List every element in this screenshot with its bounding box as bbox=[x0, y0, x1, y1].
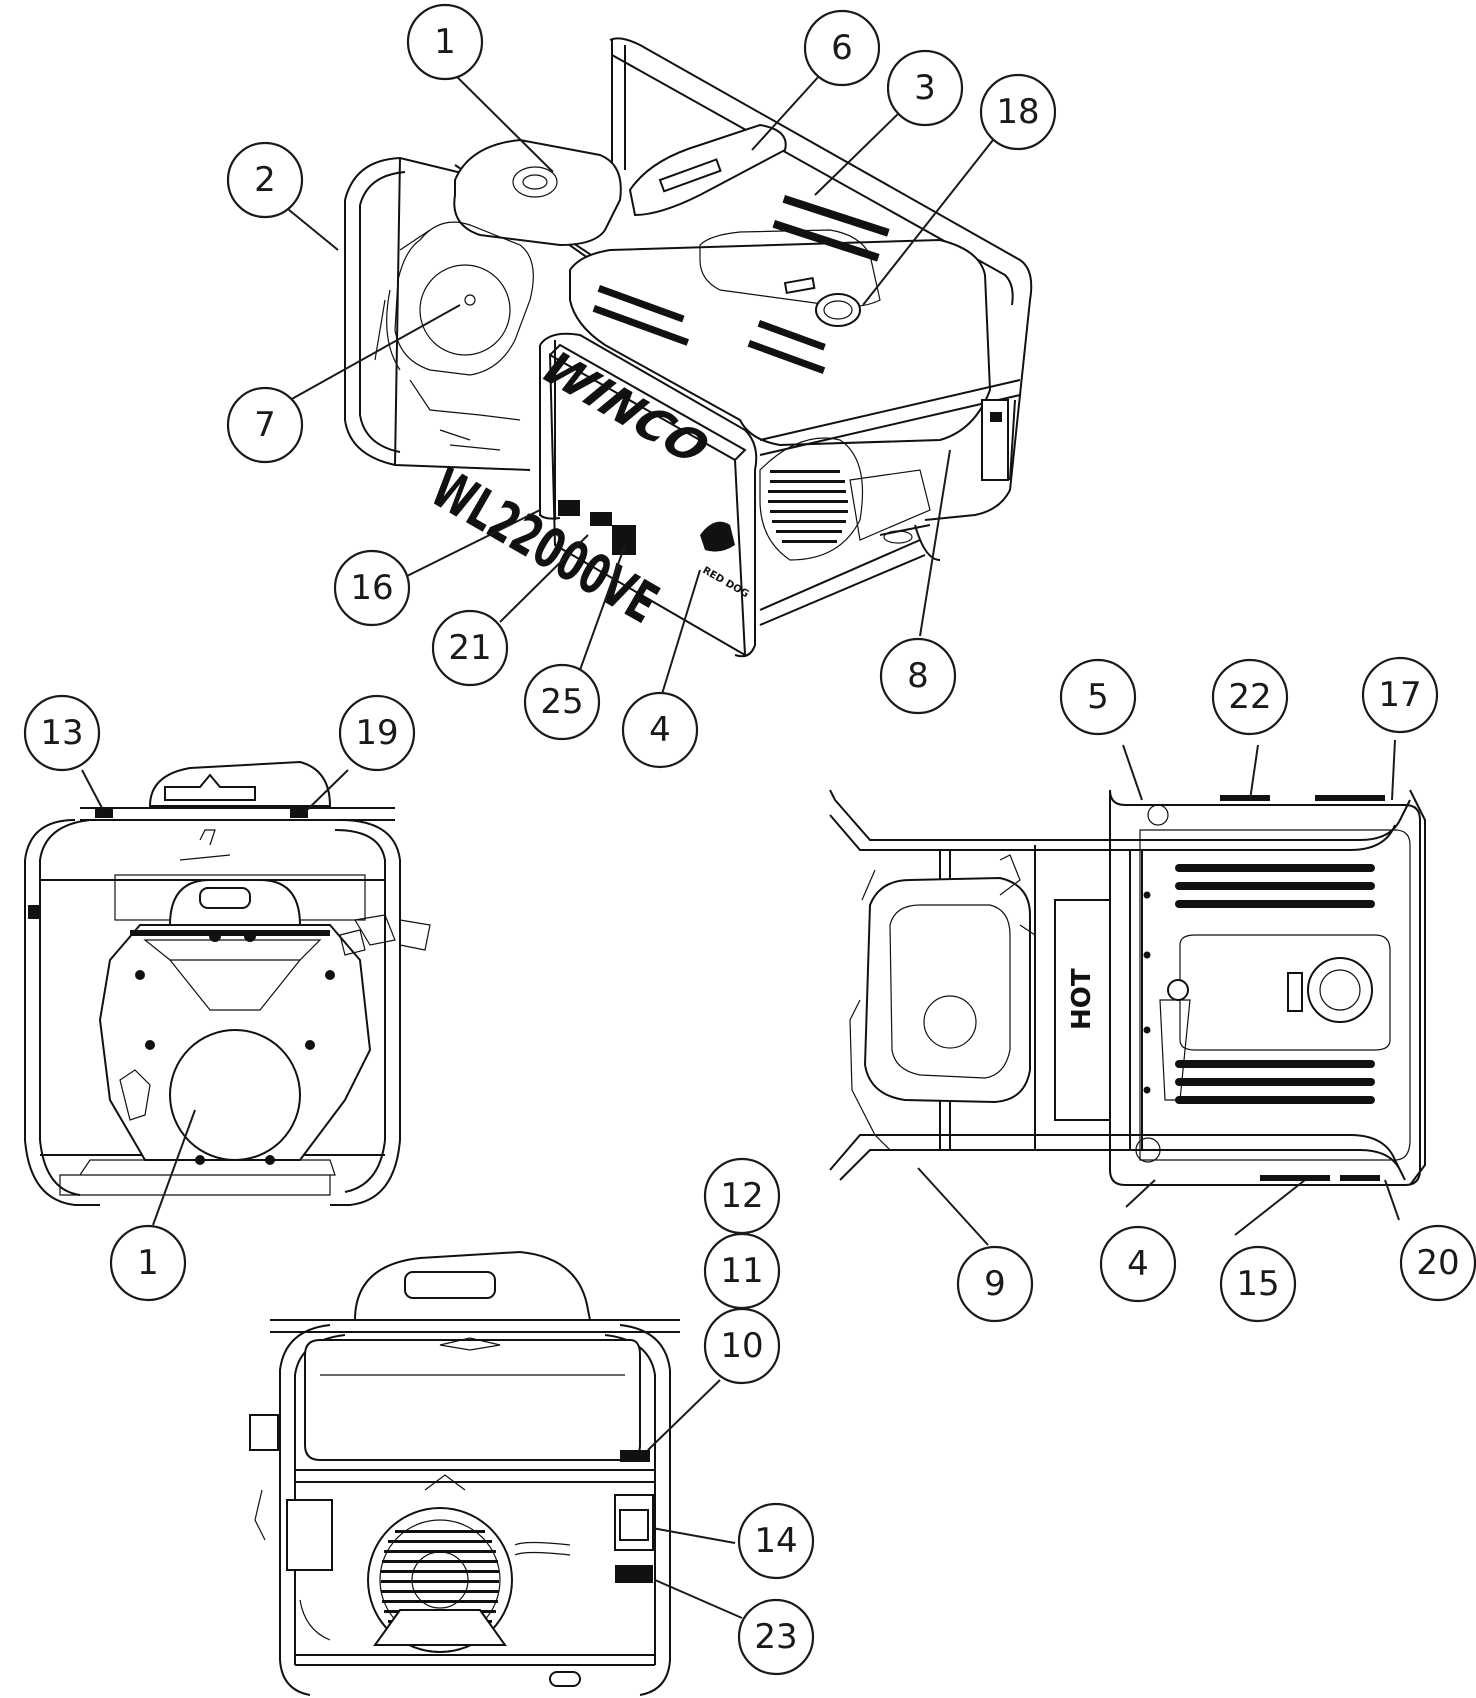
callout-3: 3 bbox=[886, 49, 964, 127]
side-view bbox=[249, 1250, 680, 1696]
svg-text:10: 10 bbox=[720, 1326, 763, 1366]
svg-text:1: 1 bbox=[137, 1243, 159, 1283]
svg-text:23: 23 bbox=[754, 1617, 797, 1657]
svg-text:7: 7 bbox=[254, 405, 276, 445]
svg-text:16: 16 bbox=[350, 568, 393, 608]
callout-5: 5 bbox=[1059, 658, 1137, 736]
svg-text:18: 18 bbox=[996, 92, 1039, 132]
callout-17: 17 bbox=[1361, 656, 1439, 734]
callout-23: 23 bbox=[737, 1598, 815, 1676]
callout-13: 13 bbox=[23, 694, 101, 772]
callout-1-isometric: 1 bbox=[406, 3, 484, 81]
callout-11: 11 bbox=[703, 1232, 781, 1310]
callout-20: 20 bbox=[1399, 1224, 1476, 1302]
callout-25: 25 bbox=[523, 663, 601, 741]
callout-8: 8 bbox=[879, 637, 957, 715]
callout-18: 18 bbox=[979, 73, 1057, 151]
svg-text:22: 22 bbox=[1228, 677, 1271, 717]
svg-text:21: 21 bbox=[448, 628, 491, 668]
callouts: 1 2 6 3 18 7 16 21 25 4 8 13 19 1 5 22 1… bbox=[23, 3, 1476, 1676]
svg-text:15: 15 bbox=[1236, 1264, 1279, 1304]
callout-4-isometric: 4 bbox=[621, 691, 699, 769]
callout-16: 16 bbox=[333, 549, 411, 627]
svg-text:19: 19 bbox=[355, 713, 398, 753]
svg-text:1: 1 bbox=[434, 22, 456, 62]
svg-text:11: 11 bbox=[720, 1251, 763, 1291]
callout-4-top: 4 bbox=[1099, 1225, 1177, 1303]
callout-10: 10 bbox=[703, 1307, 781, 1385]
svg-text:9: 9 bbox=[984, 1264, 1006, 1304]
svg-text:17: 17 bbox=[1378, 675, 1421, 715]
svg-text:5: 5 bbox=[1087, 677, 1109, 717]
callout-6: 6 bbox=[803, 9, 881, 87]
svg-text:6: 6 bbox=[831, 28, 853, 68]
callout-21: 21 bbox=[431, 609, 509, 687]
callout-9: 9 bbox=[956, 1245, 1034, 1323]
svg-text:12: 12 bbox=[720, 1176, 763, 1216]
svg-text:2: 2 bbox=[254, 160, 276, 200]
svg-text:13: 13 bbox=[40, 713, 83, 753]
leader-lines bbox=[81, 64, 1400, 1619]
isometric-view: WINCO WL22000VE RED DOG bbox=[344, 37, 1033, 658]
callout-2: 2 bbox=[226, 141, 304, 219]
front-view bbox=[24, 760, 431, 1206]
svg-text:14: 14 bbox=[754, 1521, 797, 1561]
svg-text:4: 4 bbox=[1127, 1244, 1149, 1284]
callout-12: 12 bbox=[703, 1157, 781, 1235]
svg-text:3: 3 bbox=[914, 68, 936, 108]
svg-text:4: 4 bbox=[649, 710, 671, 750]
callout-7: 7 bbox=[226, 386, 304, 464]
callout-19: 19 bbox=[338, 694, 416, 772]
svg-text:8: 8 bbox=[907, 656, 929, 696]
hot-label: HOT bbox=[1067, 968, 1097, 1030]
callout-15: 15 bbox=[1219, 1245, 1297, 1323]
callout-14: 14 bbox=[737, 1502, 815, 1580]
svg-text:25: 25 bbox=[540, 682, 583, 722]
callout-22: 22 bbox=[1211, 658, 1289, 736]
callout-1-front: 1 bbox=[109, 1224, 187, 1302]
svg-text:20: 20 bbox=[1416, 1243, 1459, 1283]
top-view: HOT bbox=[829, 789, 1426, 1186]
